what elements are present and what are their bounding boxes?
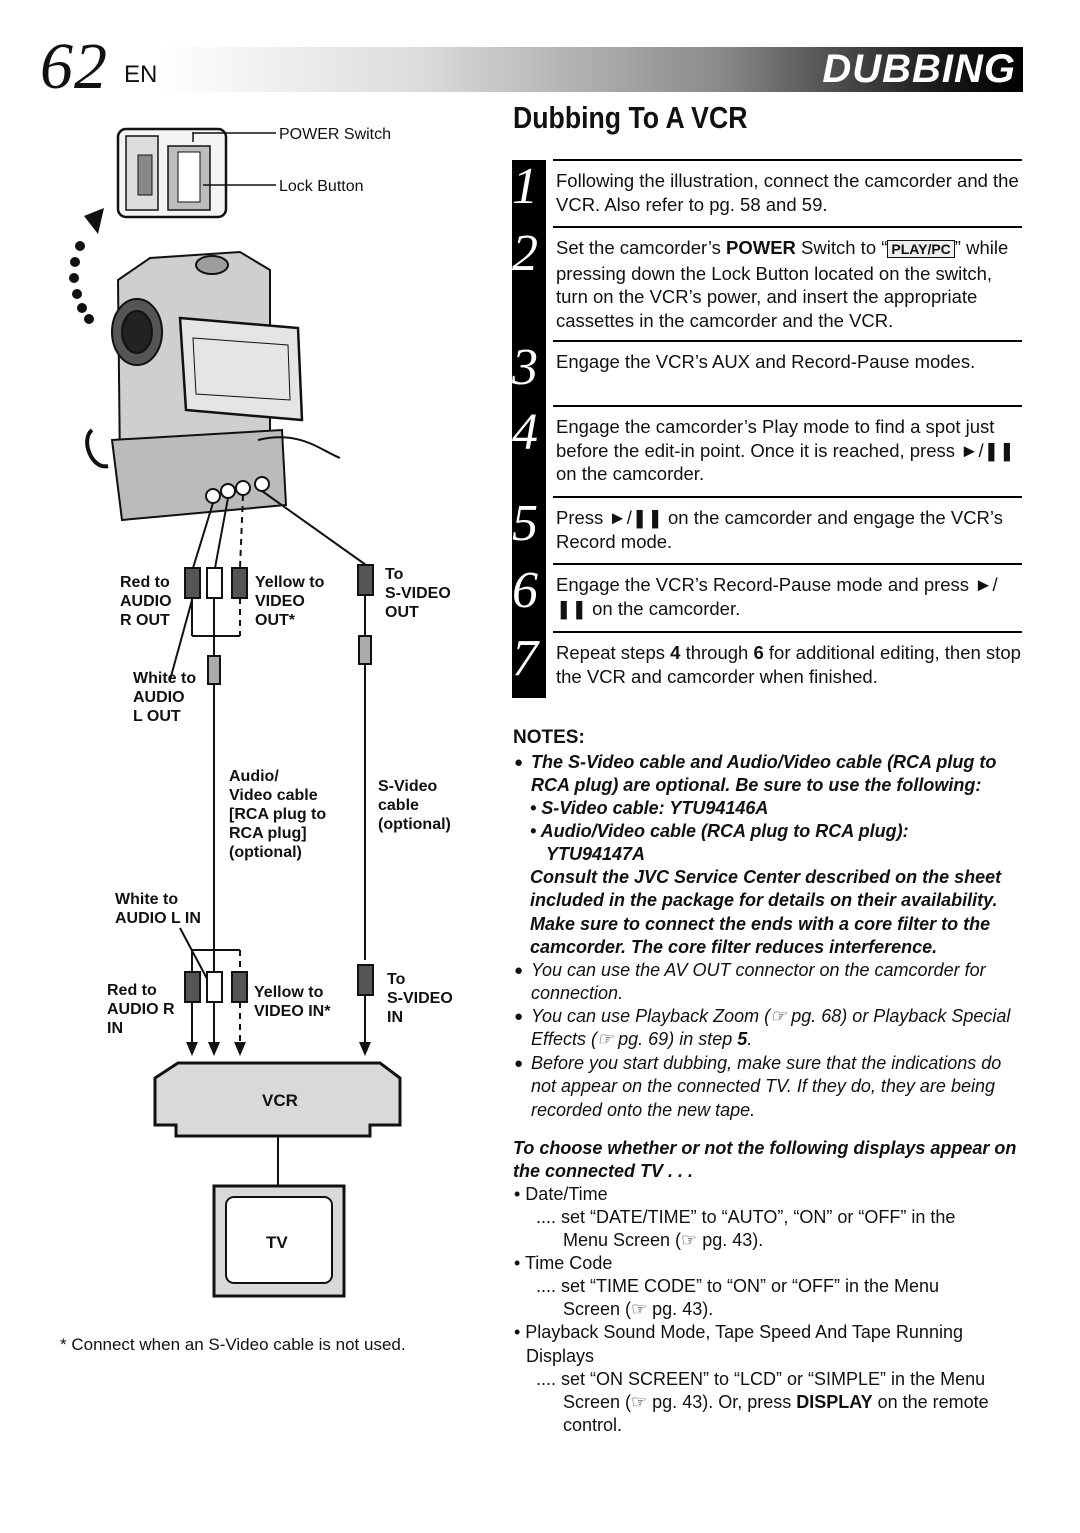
cables <box>169 490 374 1045</box>
footnote: * Connect when an S-Video cable is not u… <box>60 1335 406 1354</box>
vcr-label: VCR <box>262 1091 298 1110</box>
connection-diagram <box>69 127 402 1298</box>
power-switch-illustration <box>116 127 276 219</box>
page-title: Dubbing To A VCR <box>513 100 748 135</box>
step-4: 4 Engage the camcorder’s Play mode to fi… <box>512 405 1022 495</box>
power-switch-label: POWER Switch <box>279 126 392 143</box>
language-code: EN <box>124 61 158 88</box>
display-time-code-setting: .... set “TIME CODE” to “ON” or “OFF” in… <box>536 1276 940 1296</box>
display-date-time-ref: Menu Screen (☞ pg. 43). <box>563 1230 764 1250</box>
note-1: ●The S-Video cable and Audio/Video cable… <box>514 752 997 796</box>
page-number: 62 <box>40 30 108 103</box>
display-playback-sound-cont: Displays <box>526 1346 595 1366</box>
display-date-time-setting: .... set “DATE/TIME” to “AUTO”, “ON” or … <box>536 1207 956 1227</box>
display-on-screen-setting: .... set “ON SCREEN” to “LCD” or “SIMPLE… <box>536 1369 986 1389</box>
display-time-code: • Time Code <box>514 1253 613 1273</box>
display-on-screen-ref: Screen (☞ pg. 43). Or, press DISPLAY on … <box>563 1392 989 1412</box>
tv-illustration <box>212 1184 346 1298</box>
note-1-av-cable: • Audio/Video cable (RCA plug to RCA plu… <box>530 821 909 841</box>
section-banner <box>160 47 1023 92</box>
arrowheads <box>186 1042 371 1056</box>
step-5: 5 Press ►/❚❚ on the camcorder and engage… <box>512 496 1022 562</box>
section-title: DUBBING <box>822 47 1016 91</box>
note-1-consult: Consult the JVC Service Center described… <box>530 867 1002 957</box>
vcr-illustration <box>153 1061 402 1138</box>
step-7: 7 Repeat steps 4 through 6 for additiona… <box>512 630 1022 687</box>
display-date-time: • Date/Time <box>514 1184 608 1204</box>
step-3: 3 Engage the VCR’s AUX and Record-Pause … <box>512 340 1022 404</box>
lock-button-label: Lock Button <box>279 178 364 195</box>
camcorder-illustration <box>85 250 341 522</box>
note-3: ●You can use Playback Zoom (☞ pg. 68) or… <box>514 1006 1011 1050</box>
notes-heading: NOTES: <box>513 727 585 748</box>
step-1: 1 Following the illustration, connect th… <box>512 159 1022 225</box>
tv-label: TV <box>266 1233 288 1252</box>
displays-heading: To choose whether or not the following d… <box>513 1138 1017 1182</box>
note-1-svideo-cable: • S-Video cable: YTU94146A <box>530 798 769 818</box>
display-on-screen-ref-end: control. <box>563 1415 623 1435</box>
display-time-code-ref: Screen (☞ pg. 43). <box>563 1299 714 1319</box>
note-4: ●Before you start dubbing, make sure tha… <box>514 1053 1002 1120</box>
play-pc-key: PLAY/PC <box>887 240 955 258</box>
dotted-arrow <box>69 208 104 324</box>
note-2: ●You can use the AV OUT connector on the… <box>514 960 986 1004</box>
display-playback-sound: • Playback Sound Mode, Tape Speed And Ta… <box>514 1322 963 1342</box>
note-1-av-cable-part: YTU94147A <box>546 844 646 864</box>
steps-sidebar <box>512 160 546 698</box>
step-2: 2 Set the camcorder’s POWER Switch to “P… <box>512 226 1022 338</box>
step-6: 6 Engage the VCR’s Record-Pause mode and… <box>512 563 1022 629</box>
